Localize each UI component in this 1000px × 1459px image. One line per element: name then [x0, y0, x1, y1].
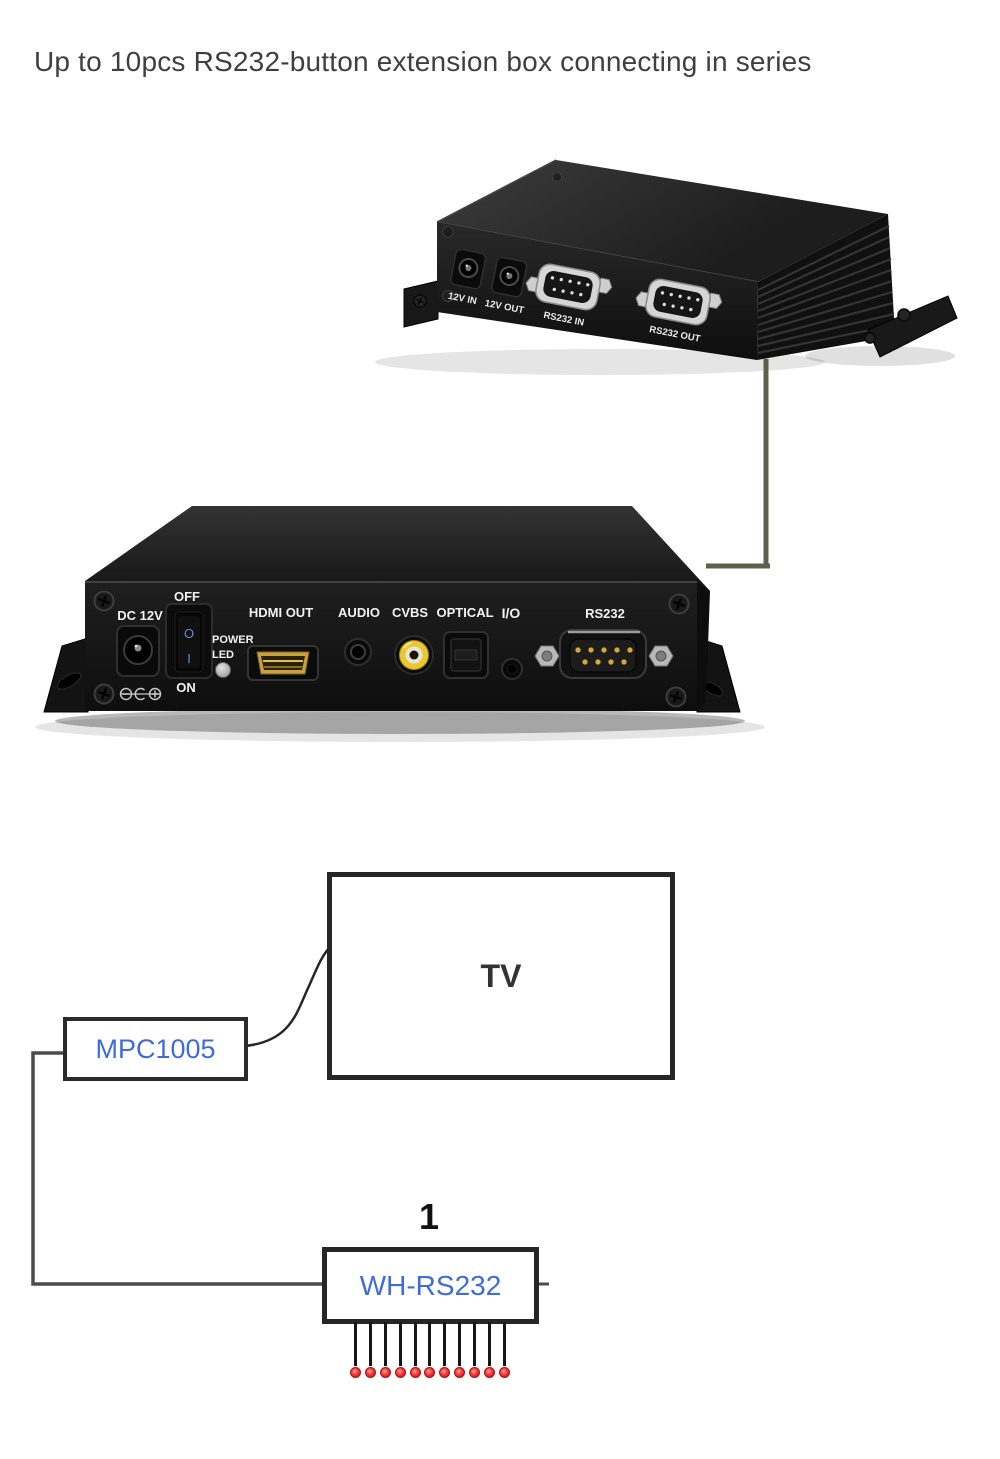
tv-box: TV: [327, 872, 675, 1080]
port-label-12v-in: 12V IN: [447, 291, 478, 307]
screw-icon: [864, 332, 876, 344]
tv-label: TV: [480, 957, 522, 994]
wh-rs232-box: WH-RS232: [322, 1247, 539, 1324]
label-cvbs: CVBS: [392, 605, 428, 620]
label-io: I/O: [502, 605, 521, 621]
page-title: Up to 10pcs RS232-button extension box c…: [34, 46, 812, 77]
mounting-flange-right: [867, 295, 958, 358]
label-power: POWER: [212, 634, 254, 646]
mpc-to-tv-cable: [244, 946, 331, 1048]
cvbs-rca-jack: [394, 635, 434, 675]
dc-power-jack: [116, 625, 160, 677]
label-optical: OPTICAL: [436, 605, 493, 620]
box-top-face: [437, 160, 888, 282]
switch-o-label: O: [184, 626, 194, 641]
pin: [424, 1322, 436, 1378]
shadow: [375, 349, 825, 375]
label-on: ON: [176, 680, 196, 695]
db9-port-rs232-out: RS232 OUT: [635, 278, 723, 345]
screw-icon: [442, 226, 454, 238]
extension-box-photo: 12V IN 12V OUT RS232 IN: [375, 159, 958, 375]
hdmi-port: [247, 645, 319, 681]
mpc-to-wh-line: [31, 1051, 324, 1286]
box-index-label: 1: [418, 1196, 440, 1237]
screw-icon: [897, 308, 911, 322]
io-jack: [501, 658, 523, 680]
screw-icon: [442, 290, 454, 302]
power-led-light: [215, 662, 231, 678]
pin: [364, 1322, 376, 1378]
dc-jack-12v-in: 12V IN: [447, 248, 487, 307]
label-off: OFF: [174, 589, 200, 604]
box-right-face: [697, 581, 710, 711]
box-top-face: [85, 506, 710, 591]
audio-jack: [344, 638, 372, 666]
optical-toslink-port: [443, 631, 489, 679]
label-dc-12v: DC 12V: [117, 608, 163, 623]
heatsink-fins: [757, 225, 895, 355]
wh-rs232-label: WH-RS232: [359, 1269, 502, 1301]
pin: [469, 1322, 481, 1378]
label-led: LED: [212, 649, 234, 661]
db9-pins: [660, 291, 700, 312]
pin: [379, 1322, 391, 1378]
pin: [439, 1322, 451, 1378]
power-rocker-switch: O I: [165, 603, 213, 679]
series-connection-line: [706, 359, 770, 569]
pin: [484, 1322, 496, 1378]
label-audio: AUDIO: [338, 605, 380, 620]
dc-polarity-icon: [119, 687, 162, 701]
db9-pins: [575, 647, 633, 665]
mpc-box: MPC1005: [63, 1017, 248, 1081]
player-box-photo: DC 12V OFF O I ON POWER LED HDMI OUT: [35, 506, 765, 742]
mpc-label: MPC1005: [95, 1033, 216, 1064]
shadow: [55, 708, 745, 734]
label-hdmi-out: HDMI OUT: [249, 605, 313, 620]
pin-row: [350, 1322, 510, 1378]
pin: [454, 1322, 466, 1378]
label-rs232: RS232: [585, 606, 625, 621]
mounting-flange-left: [43, 637, 89, 713]
screw-icon: [552, 172, 562, 182]
pin: [350, 1322, 361, 1378]
pin: [394, 1322, 406, 1378]
db9-port-rs232: [534, 629, 674, 679]
corner-screws: [93, 590, 690, 708]
flange-slot: [56, 672, 82, 690]
switch-i-label: I: [187, 651, 191, 666]
db9-port-rs232-in: RS232 IN: [525, 263, 613, 329]
diagram-lines: [31, 946, 549, 1286]
shadow: [35, 712, 765, 742]
db9-pins: [550, 276, 590, 297]
pin: [498, 1322, 510, 1378]
pin: [409, 1322, 421, 1378]
